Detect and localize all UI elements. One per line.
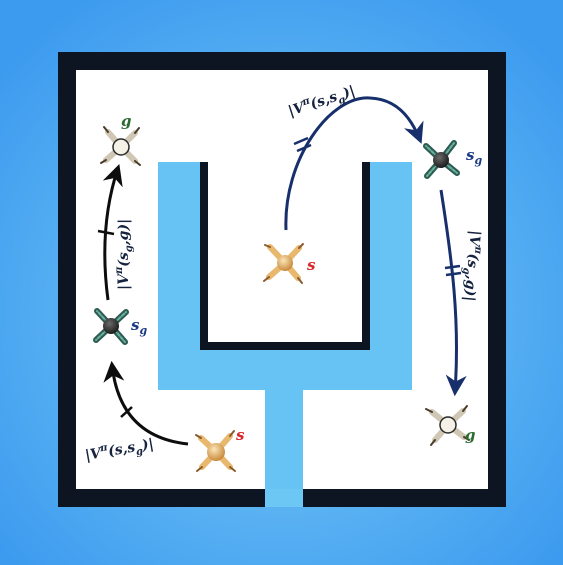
maze-inner-obstacle [158, 162, 412, 489]
value-label-left-side: |Vπ(sg,g)| [114, 219, 135, 290]
label-start-right: s [307, 256, 316, 274]
tick-mark [120, 406, 133, 418]
label-goal-left: g [121, 112, 132, 130]
ant-robot-goal-icon [425, 405, 470, 446]
arrow-start-to-subgoal-left [103, 360, 189, 446]
value-label-right-side: |Vπ(sg,g)| [458, 229, 485, 302]
label-goal-right: g [465, 426, 476, 444]
label-subgoal-right: sg [466, 146, 482, 167]
arrow-start-to-subgoal-right [284, 96, 424, 231]
arrow-subgoal-to-goal-right [439, 189, 467, 397]
left-path [97, 164, 189, 446]
ant-robot-goal-icon [100, 126, 141, 166]
tick-mark [444, 264, 461, 270]
ant-robot-start-icon [195, 430, 236, 472]
ant-robot-subgoal-icon [93, 308, 129, 345]
ant-robot-start-icon [263, 243, 304, 284]
tick-mark [296, 143, 312, 153]
tick-mark [97, 229, 115, 236]
tick-mark [293, 136, 309, 146]
label-start-left: s [236, 426, 245, 444]
ant-robot-subgoal-icon [423, 140, 460, 179]
value-label-left-bottom: |Vπ(s,sg)| [84, 434, 156, 467]
tick-mark [445, 271, 462, 277]
label-subgoal-left: sg [131, 316, 147, 337]
right-path [284, 96, 467, 397]
maze-entrance [265, 489, 303, 507]
